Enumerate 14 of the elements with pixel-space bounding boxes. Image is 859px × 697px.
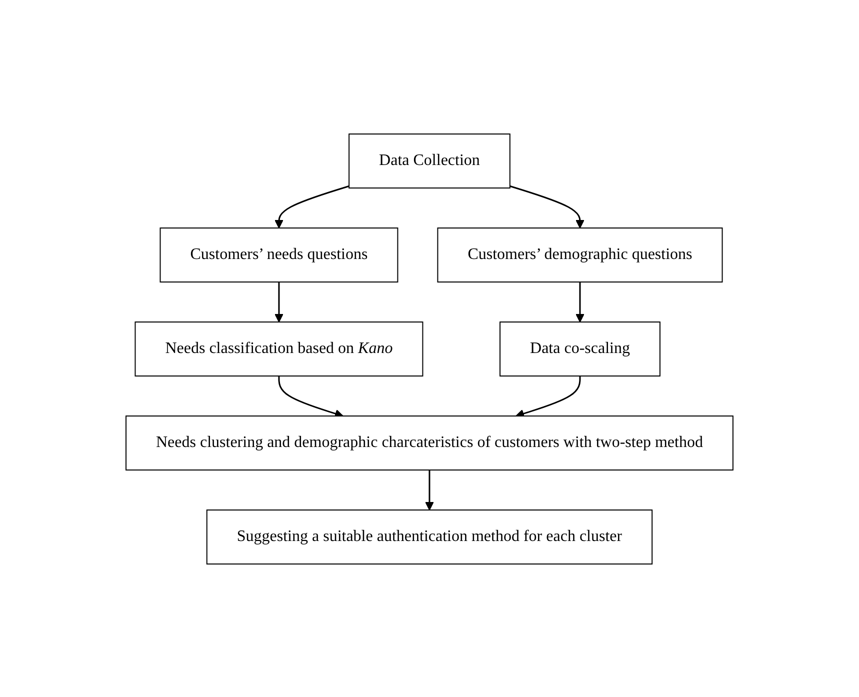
node-box: Data co-scaling	[500, 321, 660, 376]
arrow	[425, 470, 434, 510]
node-box: Suggesting a suitable authentication method for each cluster	[206, 509, 653, 564]
node-box: Customers’ needs questions	[160, 227, 398, 282]
node-box: Needs clustering and demographic charcateristics of customers with two-step method	[126, 415, 734, 470]
arrow	[510, 184, 584, 228]
node-box: Customers’ demographic questions	[437, 227, 723, 282]
node-box: Data Collection	[348, 133, 510, 188]
node-box: Needs classification based on Kano	[134, 321, 424, 376]
arrow	[278, 376, 344, 418]
arrow	[576, 282, 584, 322]
arrow	[274, 184, 350, 228]
arrow	[274, 282, 284, 322]
arrow	[516, 376, 581, 418]
